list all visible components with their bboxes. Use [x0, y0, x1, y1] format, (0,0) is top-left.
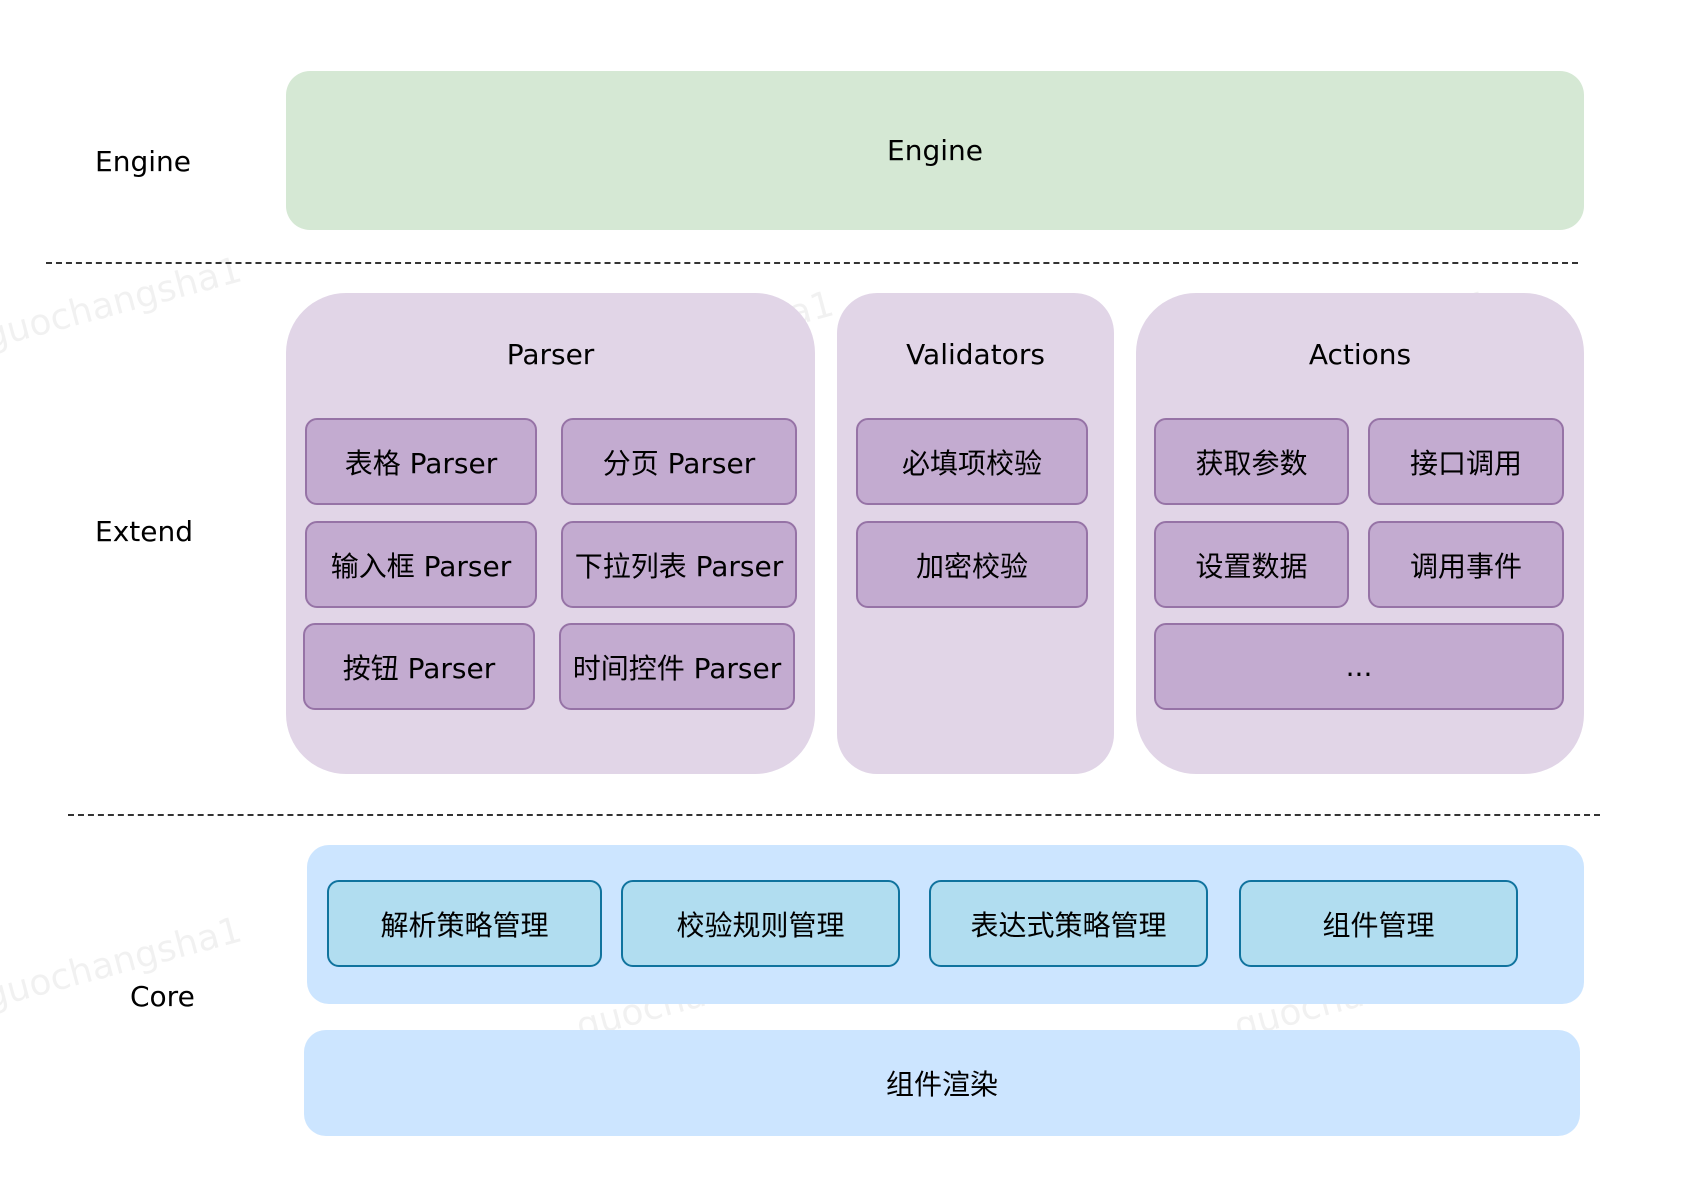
- layer-divider-engine-extend: [46, 262, 1578, 264]
- core-item-component-management: 组件管理: [1239, 880, 1518, 967]
- action-item-more: ...: [1154, 623, 1564, 710]
- engine-box-label: Engine: [887, 134, 983, 167]
- action-item-call-event: 调用事件: [1368, 521, 1564, 608]
- core-management-box: 解析策略管理 校验规则管理 表达式策略管理 组件管理: [307, 845, 1584, 1004]
- validator-item-required: 必填项校验: [856, 418, 1088, 505]
- parser-group: Parser 表格 Parser 分页 Parser 输入框 Parser 下拉…: [286, 293, 815, 774]
- parser-item-pagination: 分页 Parser: [561, 418, 797, 505]
- watermark-text: guochangsha1: [0, 249, 247, 358]
- actions-group-title: Actions: [1308, 338, 1412, 371]
- layer-label-engine: Engine: [95, 145, 191, 178]
- parser-item-dropdown: 下拉列表 Parser: [561, 521, 797, 608]
- layer-divider-extend-core: [68, 814, 1600, 816]
- core-item-expression-strategy: 表达式策略管理: [929, 880, 1208, 967]
- core-item-parse-strategy: 解析策略管理: [327, 880, 602, 967]
- layer-label-core: Core: [130, 980, 195, 1013]
- parser-item-button: 按钮 Parser: [303, 623, 535, 710]
- engine-box: Engine: [286, 71, 1584, 230]
- core-item-validation-rules: 校验规则管理: [621, 880, 900, 967]
- validators-group-title: Validators: [906, 338, 1045, 371]
- parser-item-table: 表格 Parser: [305, 418, 537, 505]
- component-render-box: 组件渲染: [304, 1030, 1580, 1136]
- component-render-label: 组件渲染: [885, 1068, 998, 1101]
- parser-item-time: 时间控件 Parser: [559, 623, 795, 710]
- layer-label-extend: Extend: [95, 515, 193, 548]
- action-item-get-params: 获取参数: [1154, 418, 1349, 505]
- action-item-api-call: 接口调用: [1368, 418, 1564, 505]
- parser-item-input: 输入框 Parser: [305, 521, 537, 608]
- validator-item-encrypt: 加密校验: [856, 521, 1088, 608]
- watermark-text: guochangsha1: [0, 909, 247, 1018]
- parser-group-title: Parser: [506, 338, 595, 371]
- validators-group: Validators 必填项校验 加密校验: [837, 293, 1114, 774]
- actions-group: Actions 获取参数 接口调用 设置数据 调用事件 ...: [1136, 293, 1584, 774]
- action-item-set-data: 设置数据: [1154, 521, 1349, 608]
